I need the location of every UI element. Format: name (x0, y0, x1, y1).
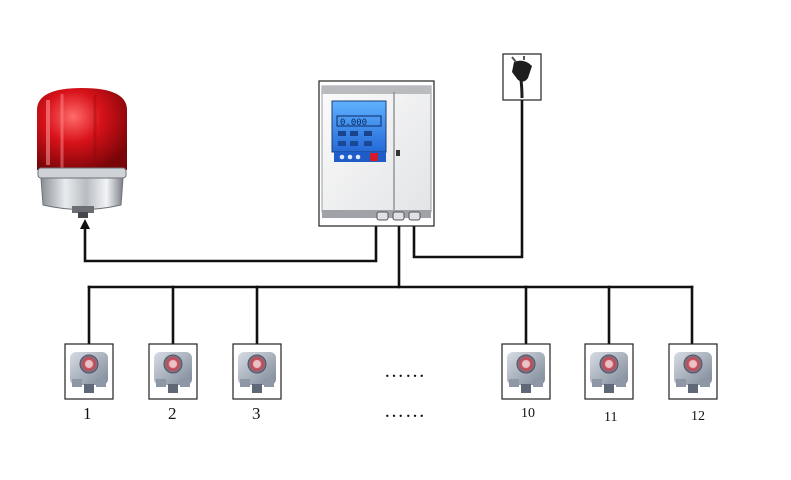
detector-label-2: 2 (168, 404, 177, 423)
gas-detector-icon (501, 343, 551, 400)
detector-label-1: 1 (83, 404, 92, 423)
detector-label-10: 10 (521, 406, 535, 421)
wiring (83, 96, 694, 347)
detector-group (64, 343, 718, 400)
detector-label-11: 11 (604, 410, 618, 425)
gas-detector-icon (232, 343, 282, 400)
power-plug-icon (502, 53, 542, 101)
detector-label-12: 12 (691, 409, 705, 424)
alarm-wire (83, 220, 378, 263)
gas-detector-icon (148, 343, 198, 400)
gas-detector-icon (64, 343, 114, 400)
arrow-head (80, 219, 90, 229)
display-readout: 0.000 (340, 118, 367, 128)
gas-detector-icon (668, 343, 718, 400)
detector-label-3: 3 (252, 404, 261, 423)
gas-alarm-controller-icon: 0.000 (318, 80, 435, 227)
gas-detector-icon (584, 343, 634, 400)
ellipsis-top: …… (384, 360, 426, 382)
ellipsis-bottom: …… (384, 400, 426, 422)
rotating-beacon-light-icon (37, 88, 127, 218)
power-wire (412, 96, 524, 259)
